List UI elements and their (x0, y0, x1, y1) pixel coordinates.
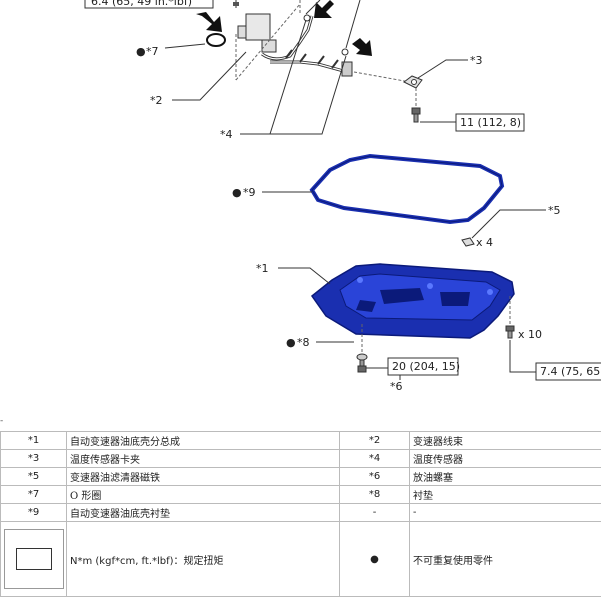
torque-symbol-frame (4, 529, 64, 589)
legend-description: 自动变速器油底壳分总成 (66, 431, 340, 450)
legend-callout: - (339, 503, 410, 522)
oil-strainer-magnet (461, 237, 475, 247)
legend-callout: *8 (339, 485, 410, 504)
clamp-bolt (411, 107, 421, 123)
leader-7 (164, 43, 206, 49)
legend-callout: *9 (0, 503, 67, 522)
torque-symbol-desc: N*m (kgf*cm, ft.*lbf)：规定扭矩 (66, 521, 340, 597)
callout-6: *6 (390, 380, 403, 393)
legend-callout: *2 (339, 431, 410, 450)
drain-plug (357, 359, 367, 373)
torque-3: 7.4 (75, 65 in (540, 365, 601, 378)
callout-4: *4 (220, 128, 233, 141)
leader-4d (345, 0, 361, 49)
exploded-parts-diagram: 6.4 (65, 49 in.*lbf) ● *7 *2 *4 *3 (84, 0, 601, 393)
torque-2: 20 (204, 15) (392, 360, 460, 373)
callout-5: *5 (548, 204, 561, 217)
non-reusable-mark-8: ● (286, 336, 296, 349)
non-reusable-mark-9: ● (232, 186, 242, 199)
legend-caption: - (0, 416, 4, 426)
callout-1: *1 (256, 262, 269, 275)
leader-1 (278, 267, 331, 285)
callout-7: *7 (146, 45, 159, 58)
torque-box-2 (387, 357, 459, 376)
callout-2: *2 (150, 94, 163, 107)
non-reusable-desc: 不可重复使用零件 (409, 521, 601, 597)
legend-description: - (409, 503, 601, 522)
bolt-quantity: x 10 (518, 328, 542, 341)
legend-description: 自动变速器油底壳衬垫 (66, 503, 340, 522)
leader-5 (471, 209, 546, 239)
legend-callout: *1 (0, 431, 67, 450)
torque-symbol-cell (0, 521, 67, 597)
callout-3: *3 (470, 54, 483, 67)
dashed-guide-2 (235, 3, 301, 81)
drain-plug-gasket (356, 353, 368, 361)
arrow-marker-2 (314, 0, 334, 18)
o-ring (206, 33, 226, 47)
legend-callout: *6 (339, 467, 410, 486)
torque-top-label: 6.4 (65, 49 in.*lbf) (91, 0, 192, 8)
magnet-quantity: x 4 (476, 236, 493, 249)
legend-callout: *4 (339, 449, 410, 468)
arrow-marker-3 (352, 38, 372, 56)
legend-description: 温度传感器 (409, 449, 601, 468)
legend-callout: *7 (0, 485, 67, 504)
legend-description: 衬垫 (409, 485, 601, 504)
non-reusable-mark-7: ● (136, 45, 146, 58)
non-reusable-symbol: ● (339, 521, 410, 597)
arrow-marker-1 (196, 12, 222, 32)
torque-1: 11 (112, 8) (460, 116, 521, 129)
legend-description: 变速器线束 (409, 431, 601, 450)
leader-2 (172, 51, 247, 101)
torque-box-3 (535, 362, 601, 381)
legend-description: 变速器油滤清器磁铁 (66, 467, 340, 486)
legend-callout: *5 (0, 467, 67, 486)
leader-4c (305, 0, 321, 15)
oil-pan-bolt (505, 325, 515, 339)
transmission-wire-harness (237, 13, 353, 77)
bolt-top (233, 2, 239, 6)
legend-description: 温度传感器卡夹 (66, 449, 340, 468)
legend-description: O 形圈 (66, 485, 340, 504)
oil-pan-sub-assembly (310, 263, 515, 339)
dashed-guide-4 (353, 71, 411, 83)
torque-box-1 (455, 113, 525, 132)
callout-8: *8 (297, 336, 310, 349)
temperature-sensor-clamp (403, 75, 423, 89)
legend-row-symbols: N*m (kgf*cm, ft.*lbf)：规定扭矩 ● 不可重复使用零件 (0, 521, 601, 597)
legend-description: 放油螺塞 (409, 467, 601, 486)
torque-box-symbol (16, 548, 52, 570)
leader-3 (417, 59, 468, 79)
callout-9: *9 (243, 186, 256, 199)
leader-torque-3 (509, 340, 536, 373)
legend-callout: *3 (0, 449, 67, 468)
leader-4b (270, 55, 347, 135)
torque-box-top: 6.4 (65, 49 in.*lbf) (84, 0, 214, 9)
